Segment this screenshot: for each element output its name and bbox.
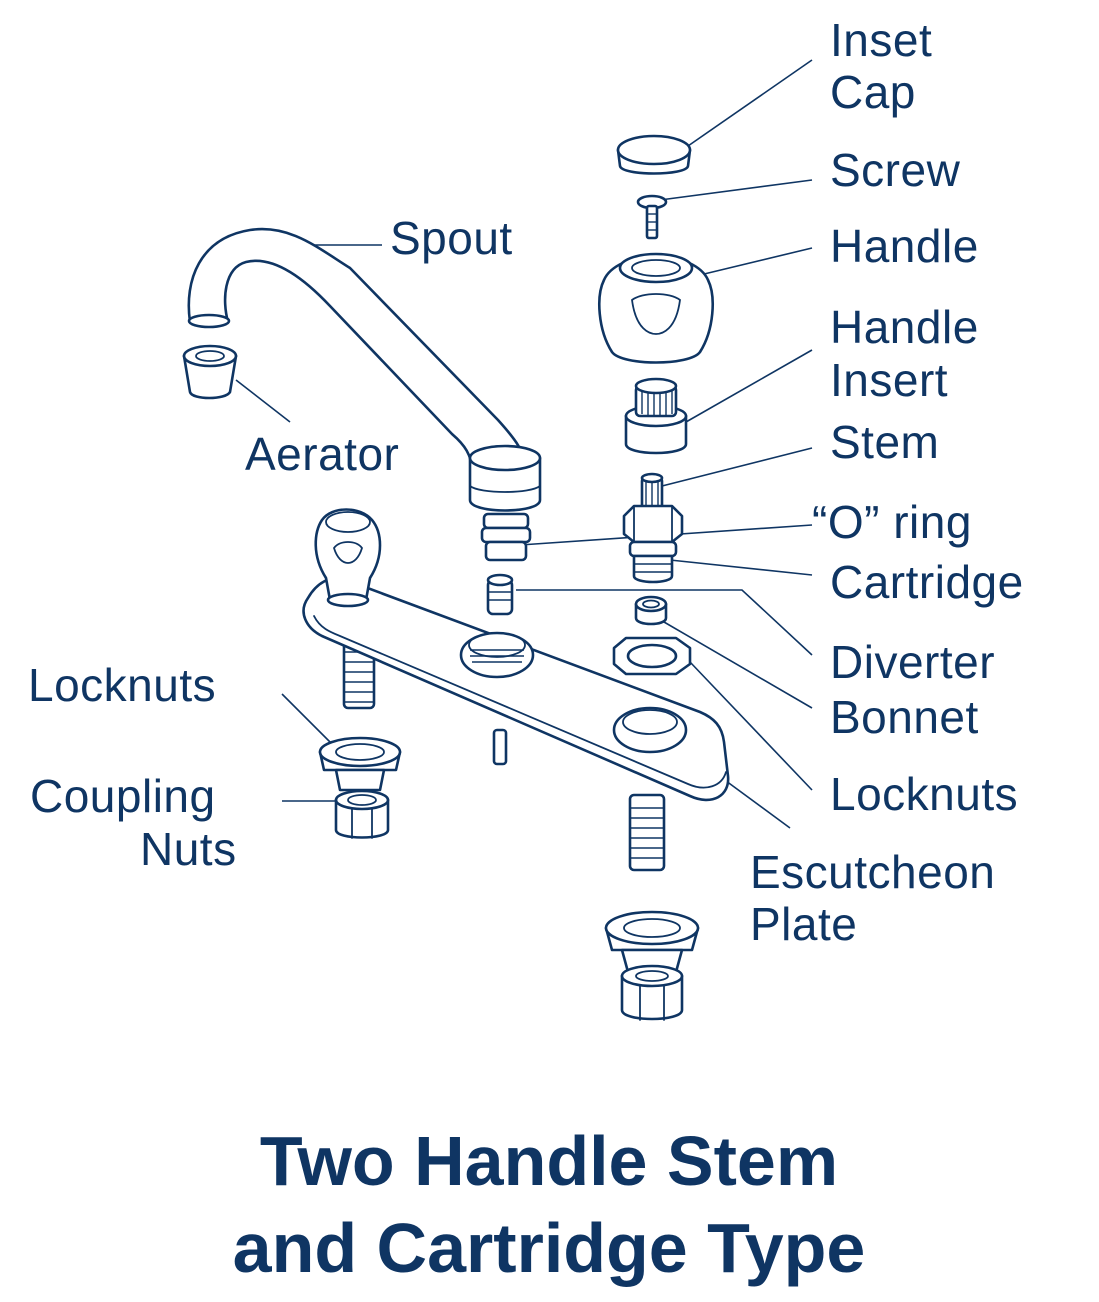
leader-screw xyxy=(659,179,813,201)
spout xyxy=(187,227,542,562)
label-escutcheon-line2: Plate xyxy=(750,898,857,950)
part-labels: Inset Cap Screw Spout Handle Handle Inse… xyxy=(28,14,1024,950)
leader-inset-cap xyxy=(687,59,813,147)
leader-escutcheon xyxy=(721,777,791,829)
label-inset-cap-line2: Cap xyxy=(830,66,916,118)
label-stem: Stem xyxy=(830,416,939,468)
label-escutcheon-line1: Escutcheon xyxy=(750,846,995,898)
coupling-nut-left xyxy=(334,789,390,839)
screw xyxy=(636,194,668,240)
label-aerator: Aerator xyxy=(245,428,399,480)
locknut-left xyxy=(318,736,402,792)
leader-locknuts-right xyxy=(689,661,813,791)
locknut-right xyxy=(612,636,692,676)
locknut-bottom xyxy=(604,910,700,974)
label-diverter-line2: Bonnet xyxy=(830,691,979,743)
label-locknuts-right: Locknuts xyxy=(830,768,1018,820)
diverter-bonnet xyxy=(634,595,668,626)
handle xyxy=(598,252,714,364)
leader-bonnet xyxy=(663,621,813,709)
label-coupling-nuts-line1: Coupling xyxy=(30,770,216,822)
title-line2: and Cartridge Type xyxy=(233,1209,866,1287)
stem-cartridge xyxy=(622,472,684,584)
leader-locknuts-left xyxy=(281,693,331,743)
inset-cap xyxy=(616,134,692,175)
leader-aerator xyxy=(235,379,291,423)
diverter xyxy=(486,573,514,616)
label-handle: Handle xyxy=(830,220,979,272)
leader-diverter xyxy=(516,589,813,656)
label-locknuts-left: Locknuts xyxy=(28,659,216,711)
label-handle-insert-line2: Insert xyxy=(830,354,948,406)
label-spout: Spout xyxy=(390,212,513,264)
aerator xyxy=(182,344,238,400)
label-handle-insert-line1: Handle xyxy=(830,301,979,353)
leader-stem xyxy=(661,447,813,487)
title-line1: Two Handle Stem xyxy=(260,1122,838,1200)
label-coupling-nuts-line2: Nuts xyxy=(140,823,237,875)
diagram-title: Two Handle Stem and Cartridge Type xyxy=(233,1122,866,1287)
leader-handle xyxy=(699,247,813,276)
label-screw: Screw xyxy=(830,144,961,196)
label-cartridge: Cartridge xyxy=(830,556,1024,608)
leader-lines xyxy=(235,59,813,829)
leader-handle-insert xyxy=(685,349,813,423)
label-diverter-line1: Diverter xyxy=(830,636,995,688)
handle-insert xyxy=(624,377,688,455)
leader-cartridge xyxy=(669,559,813,576)
coupling-nut-bottom xyxy=(620,964,684,1021)
label-inset-cap-line1: Inset xyxy=(830,14,932,66)
label-o-ring: “O” ring xyxy=(812,496,972,548)
escutcheon-plate xyxy=(302,508,730,872)
